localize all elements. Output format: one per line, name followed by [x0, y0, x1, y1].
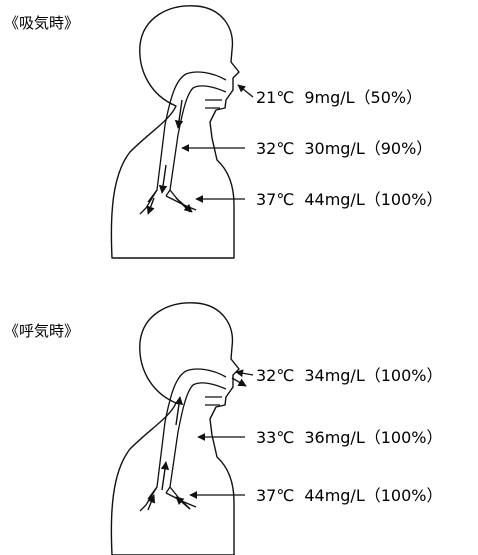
- inhalation-label: 《吸気時》: [4, 14, 79, 32]
- inhalation-body-outline: [111, 6, 239, 258]
- exhalation-leader-lines: [190, 372, 253, 495]
- inhalation-leader-lines: [182, 85, 253, 199]
- exhalation-body-outline: [111, 303, 239, 555]
- exhalation-label: 《呼気時》: [4, 322, 79, 340]
- inhalation-flow-arrows: [148, 100, 192, 214]
